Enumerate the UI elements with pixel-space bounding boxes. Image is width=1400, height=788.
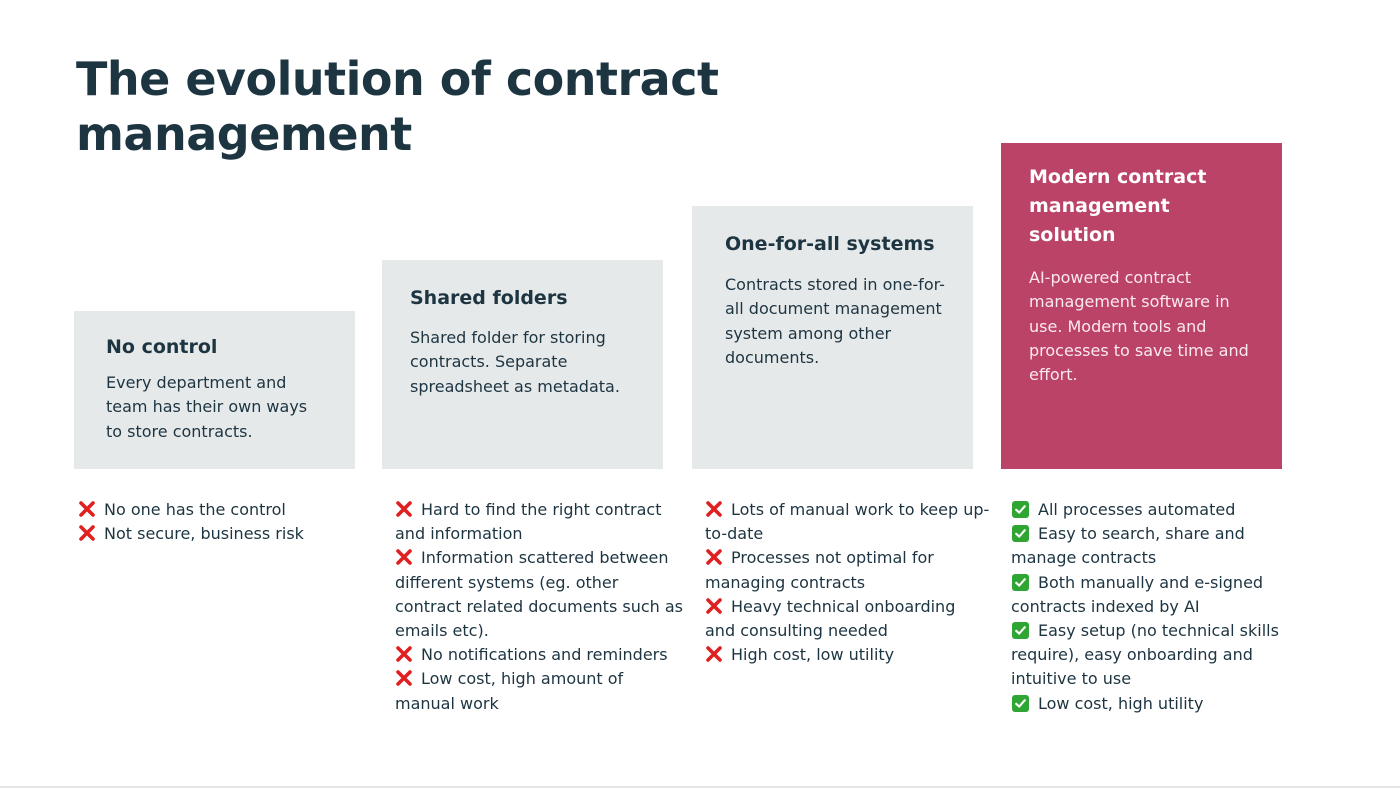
list-item-text: Heavy technical onboarding and consultin…: [705, 596, 956, 641]
cross-icon: [395, 548, 415, 566]
check-icon: [1012, 501, 1029, 518]
list-item: All processes automated: [1011, 498, 1303, 522]
list-item: No notifications and reminders: [395, 643, 685, 667]
stage-heading: One-for-all systems: [725, 233, 935, 255]
list-item: Low cost, high amount of manual work: [395, 667, 685, 715]
list-item-text: High cost, low utility: [731, 645, 895, 665]
cross-icon: [78, 500, 98, 518]
stage-heading: Modern contract management solution: [1029, 166, 1207, 246]
list-item: Low cost, high utility: [1011, 692, 1303, 716]
list-item-text: No one has the control: [104, 500, 286, 519]
stage-heading: Shared folders: [410, 287, 568, 309]
stage-description: Every department and team has their own …: [106, 373, 308, 441]
list-item-text: Easy to search, share and manage contrac…: [1011, 524, 1245, 568]
list-item-text: Not secure, business risk: [104, 524, 304, 544]
stage-description: AI-powered contract management software …: [1029, 268, 1249, 385]
stage-heading: No control: [106, 336, 218, 358]
cross-icon: [705, 597, 725, 615]
cross-icon: [78, 524, 98, 542]
list-item-text: Information scattered between different …: [395, 548, 684, 641]
list-item: Processes not optimal for managing contr…: [705, 546, 990, 594]
list-item: Easy setup (no technical skills require)…: [1011, 619, 1303, 692]
list-item: High cost, low utility: [705, 643, 990, 667]
check-icon: [1012, 573, 1029, 591]
cross-icon: [705, 500, 725, 518]
stage-box-shared-folders: Shared folders Shared folder for storing…: [382, 260, 663, 469]
list-item: Not secure, business risk: [78, 522, 348, 546]
list-item: Lots of manual work to keep up-to-date: [705, 498, 990, 546]
check-icon: [1012, 622, 1029, 640]
stage-box-one-for-all-systems: One-for-all systems Contracts stored in …: [692, 206, 973, 469]
stage-description: Shared folder for storing contracts. Sep…: [410, 328, 620, 396]
list-item: No one has the control: [78, 498, 348, 522]
list-item: Information scattered between different …: [395, 546, 685, 643]
list-item-text: Lots of manual work to keep up-to-date: [705, 500, 990, 544]
page-title: The evolution of contract management: [76, 52, 719, 161]
list-item-text: Easy setup (no technical skills require)…: [1011, 621, 1279, 689]
list-item-text: Low cost, high amount of manual work: [395, 669, 624, 713]
list-item-text: All processes automated: [1038, 500, 1236, 519]
cross-icon: [395, 669, 415, 687]
cross-icon: [395, 645, 415, 663]
list-item-text: Processes not optimal for managing contr…: [705, 548, 934, 592]
list-item: Both manually and e-signed contracts ind…: [1011, 571, 1303, 619]
cross-icon: [395, 500, 415, 518]
list-item-text: No notifications and reminders: [421, 645, 668, 665]
list-item: Heavy technical onboarding and consultin…: [705, 595, 990, 643]
list-item: Easy to search, share and manage contrac…: [1011, 522, 1303, 570]
stage-description: Contracts stored in one-for-all document…: [725, 275, 945, 367]
list-item-text: Hard to find the right contract and info…: [395, 500, 662, 544]
bottom-divider: [0, 786, 1400, 788]
check-icon: [1012, 525, 1029, 543]
check-icon: [1012, 694, 1029, 712]
list-item: Hard to find the right contract and info…: [395, 498, 685, 546]
points-list-shared-folders: Hard to find the right contract and info…: [395, 498, 685, 716]
list-item-text: Low cost, high utility: [1038, 693, 1204, 713]
cross-icon: [705, 645, 725, 663]
stage-box-modern-solution: Modern contract management solution AI-p…: [1001, 143, 1282, 469]
cross-icon: [705, 548, 725, 566]
stage-box-no-control: No control Every department and team has…: [74, 311, 355, 469]
list-item-text: Both manually and e-signed contracts ind…: [1011, 572, 1264, 616]
